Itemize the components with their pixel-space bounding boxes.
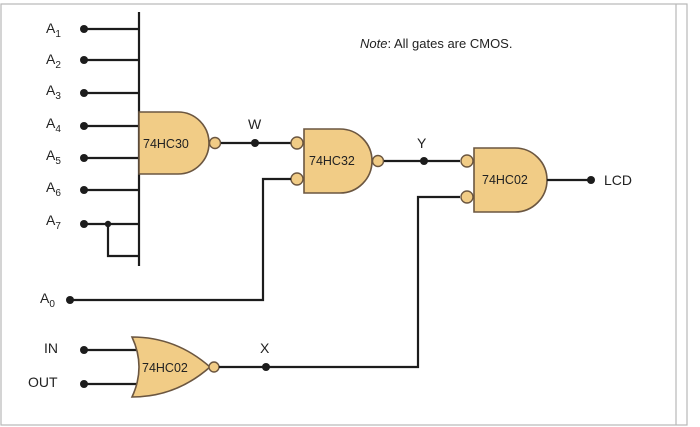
or-output-bubble: [371, 154, 385, 168]
input-label-a5: A5: [46, 147, 61, 167]
gate-74hc02-input: [130, 336, 212, 398]
signal-point-w: [251, 139, 259, 147]
signal-point-y: [420, 157, 428, 165]
input-label-out: OUT: [28, 374, 58, 390]
figure-frame: [0, 3, 688, 426]
nor-output-bubble: [208, 361, 220, 373]
output-terminal-lcd: [587, 176, 595, 184]
wire-a0: [70, 177, 291, 302]
gate-label-74hc02-final: 74HC02: [482, 173, 528, 187]
note-text: Note: All gates are CMOS.: [360, 36, 512, 51]
signal-label-y: Y: [417, 135, 427, 151]
input-terminal-a0: [66, 296, 74, 304]
input-terminal-a2: [80, 56, 88, 64]
input-label-a0: A0: [40, 290, 55, 310]
final-input-bubble-top: [460, 154, 474, 168]
input-terminal-a6: [80, 186, 88, 194]
gate-74hc32: [303, 128, 373, 194]
final-input-bubble-bottom: [460, 190, 474, 204]
input-terminal-a1: [80, 25, 88, 33]
wire-a7-tie: [106, 224, 139, 258]
gate-74hc30-nand: [138, 111, 210, 175]
gate-label-74hc30: 74HC30: [143, 137, 189, 151]
gate-label-74hc02-input: 74HC02: [142, 361, 188, 375]
wire-x: [219, 195, 460, 369]
input-label-a2: A2: [46, 51, 61, 71]
output-label-lcd: LCD: [604, 172, 632, 188]
input-label-a4: A4: [46, 115, 61, 135]
gate-74hc02-final: [473, 147, 548, 213]
input-terminal-a4: [80, 122, 88, 130]
input-label-a6: A6: [46, 179, 61, 199]
or-input-bubble-top: [290, 136, 304, 150]
input-label-a3: A3: [46, 82, 61, 102]
junction-a7: [104, 220, 112, 228]
gate-label-74hc32: 74HC32: [309, 154, 355, 168]
input-terminal-in: [80, 346, 88, 354]
input-label-a1: A1: [46, 20, 61, 40]
input-terminal-a5: [80, 154, 88, 162]
signal-label-w: W: [248, 116, 262, 132]
signal-point-x: [262, 363, 270, 371]
input-label-in: IN: [44, 340, 58, 356]
nand-output-bubble: [208, 136, 222, 150]
input-terminal-out: [80, 380, 88, 388]
input-label-a7: A7: [46, 212, 61, 232]
input-terminal-a7: [80, 220, 88, 228]
signal-label-x: X: [260, 340, 270, 356]
or-input-bubble-bottom: [290, 172, 304, 186]
input-terminal-a3: [80, 89, 88, 97]
